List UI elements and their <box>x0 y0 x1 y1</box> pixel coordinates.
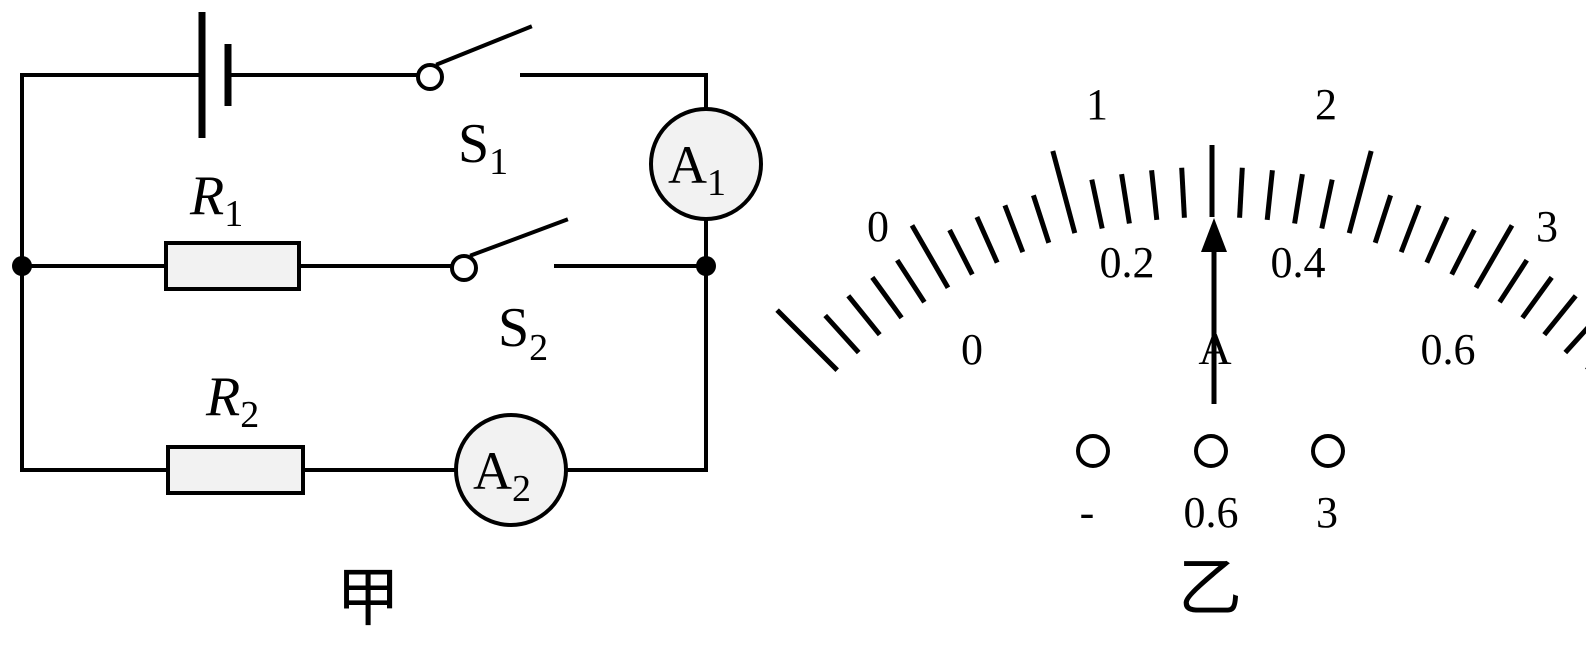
dial-tick <box>870 275 904 320</box>
switch-s1-pivot <box>416 63 444 91</box>
ammeter-a1-label: A1 <box>668 135 726 204</box>
terminal-0-6-label: 0.6 <box>1184 488 1239 537</box>
dial-tick <box>1449 228 1477 276</box>
resistor-r2 <box>166 445 305 495</box>
resistor-r1 <box>164 241 301 291</box>
dial-tick <box>846 294 882 337</box>
dial-tick <box>1346 150 1374 234</box>
terminal-negative <box>1076 434 1110 468</box>
switch-s2 <box>450 217 569 282</box>
upper-scale-label-0: 0 <box>867 202 889 251</box>
dial-tick <box>1292 173 1305 224</box>
switch-s2-pivot <box>450 254 478 282</box>
junction-node-left <box>12 256 32 276</box>
dial-ticks <box>775 145 1586 372</box>
upper-scale-label-3: 3 <box>1536 202 1558 251</box>
ammeter-dial: 0 1 2 3 0 0.2 0.4 0.6 A - 0.6 3 乙 <box>775 80 1586 624</box>
terminal-3 <box>1311 434 1345 468</box>
terminal-negative-label: - <box>1080 488 1095 537</box>
upper-scale-label-2: 2 <box>1315 80 1337 129</box>
dial-tick <box>1542 294 1578 337</box>
dial-tick <box>895 258 927 304</box>
dial-tick <box>1179 167 1187 218</box>
ammeter-a2-label: A2 <box>473 441 531 510</box>
dial-tick <box>909 224 951 289</box>
dial-tick <box>1149 169 1160 221</box>
junction-node-right <box>696 256 716 276</box>
dial-tick <box>1237 167 1245 218</box>
dial-pointer <box>1201 218 1227 404</box>
switch-s2-label: S2 <box>498 297 548 369</box>
dial-tick <box>823 313 861 355</box>
dial-tick <box>775 308 839 372</box>
dial-tick <box>1050 150 1078 234</box>
terminal-3-label: 3 <box>1316 488 1338 537</box>
switch-s1-blade <box>435 24 533 67</box>
dial-tick <box>1398 204 1422 253</box>
dial-tick <box>1424 215 1450 264</box>
dial-tick <box>1497 258 1529 304</box>
battery <box>198 12 232 138</box>
switch-s1 <box>416 24 533 91</box>
dial-tick <box>1264 169 1275 221</box>
terminal-0-6 <box>1194 434 1228 468</box>
circuit-diagram: S1 A1 R1 S2 A2 R2 甲 <box>12 12 763 634</box>
dial-tick <box>1520 275 1554 320</box>
dial-tick <box>1563 325 1586 355</box>
dial-tick <box>1319 179 1335 230</box>
lower-scale-label-3: 0.6 <box>1421 325 1476 374</box>
dial-tick <box>1089 179 1105 230</box>
dial-tick <box>1372 194 1393 244</box>
ammeter-a1: A1 <box>649 107 763 221</box>
pointer-arrowhead <box>1201 218 1227 252</box>
meter-caption: 乙 <box>1178 553 1242 624</box>
circuit-caption: 甲 <box>336 563 400 634</box>
lower-scale-label-0: 0 <box>961 325 983 374</box>
ammeter-a2: A2 <box>454 413 568 527</box>
lower-scale-label-1: 0.2 <box>1100 238 1155 287</box>
dial-tick <box>947 228 975 276</box>
switch-s2-blade <box>469 217 569 258</box>
dial-tick <box>1031 194 1052 244</box>
switch-s1-label: S1 <box>458 113 508 183</box>
ammeter-a1-body <box>649 107 763 221</box>
upper-scale-label-1: 1 <box>1086 80 1108 129</box>
resistor-r1-label: R1 <box>189 165 243 235</box>
resistor-r2-label: R2 <box>205 366 259 436</box>
lower-scale-label-2: 0.4 <box>1271 238 1326 287</box>
dial-tick <box>1119 173 1132 224</box>
dial-tick <box>974 215 1000 264</box>
dial-tick <box>1473 224 1515 289</box>
dial-tick <box>1002 204 1026 253</box>
